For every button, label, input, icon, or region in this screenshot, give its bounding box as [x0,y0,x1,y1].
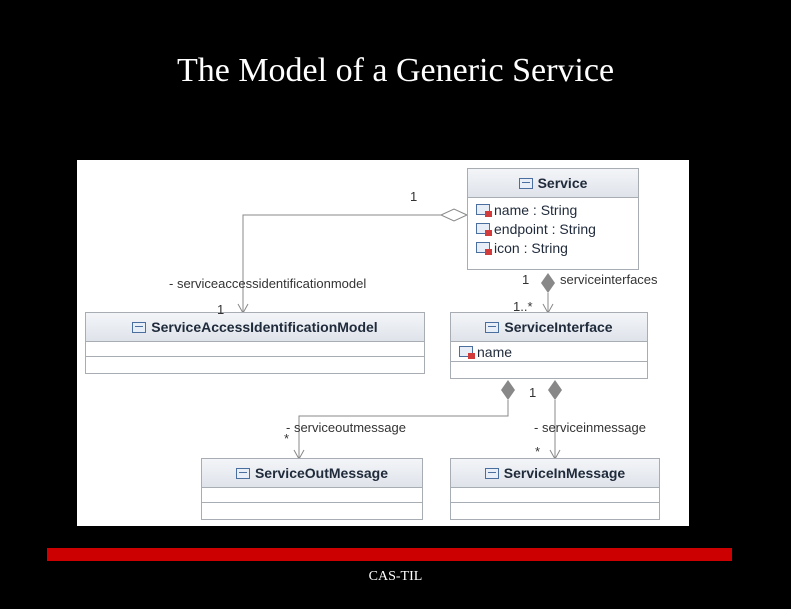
access-association-line [242,214,441,312]
multiplicity-label: 1 [410,189,418,204]
class-icon [484,467,499,479]
attributes-section: name [451,341,647,361]
composition-diamond [501,380,515,400]
operations-section [86,356,424,371]
role-label: - serviceaccessidentificationmodel [169,276,367,291]
multiplicity-label: 1 [522,272,530,287]
multiplicity-label: 1 [217,302,225,317]
slide-title: The Model of a Generic Service [176,52,615,89]
operations-section [451,502,659,517]
attributes-section [86,341,424,356]
class-icon [132,321,147,333]
role-label: - serviceoutmessage [286,420,406,435]
attribute-icon [459,346,475,359]
association-lines [237,208,562,461]
class-name: ServiceOutMessage [254,465,389,481]
role-label: serviceinterfaces [560,272,658,287]
attribute-icon [476,223,492,236]
class-service-access-identification-model[interactable]: ServiceAccessIdentificationModel [85,312,425,374]
class-icon [235,467,250,479]
operations-section [451,361,647,376]
attribute-row[interactable]: endpoint : String [468,219,638,238]
class-service[interactable]: Service name : String endpoint : String … [467,168,639,270]
composition-diamond [548,380,562,400]
class-service-in-message[interactable]: ServiceInMessage [450,458,660,520]
class-service-out-message[interactable]: ServiceOutMessage [201,458,423,520]
attribute-icon [476,204,492,217]
class-name: ServiceAccessIdentificationModel [151,319,378,335]
operations-section [202,502,422,517]
out-association-line [298,400,509,458]
slide-footer: CAS-TIL [368,569,423,584]
multiplicity-label: 1 [529,385,537,400]
attribute-icon [476,242,492,255]
class-name: ServiceInMessage [503,465,626,481]
class-name: ServiceInterface [504,319,613,335]
attributes-section [202,487,422,502]
multiplicity-label: 1..* [513,299,533,314]
role-label: - serviceinmessage [534,420,646,435]
attribute-row[interactable]: name : String [468,200,638,219]
class-name: Service [537,175,588,191]
attributes-section: name : String endpoint : String icon : S… [468,197,638,257]
class-icon [518,177,533,189]
uml-class-diagram: Service name : String endpoint : String … [77,160,689,526]
multiplicity-label: * [535,444,541,459]
attribute-row[interactable]: icon : String [468,238,638,257]
class-icon [485,321,500,333]
attributes-section [451,487,659,502]
multiplicity-label: * [284,431,290,446]
class-service-interface[interactable]: ServiceInterface name [450,312,648,379]
aggregation-diamond [439,208,469,222]
composition-diamond [541,273,555,293]
accent-bar [47,548,732,561]
attribute-row[interactable]: name [451,342,647,361]
